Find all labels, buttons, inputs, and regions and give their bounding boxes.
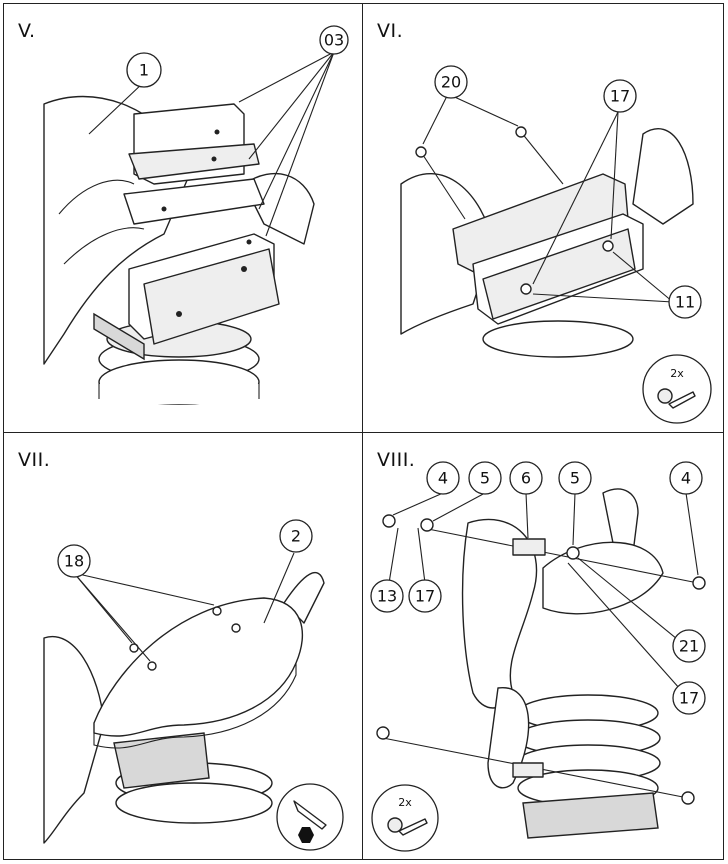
wrench-icon — [398, 818, 428, 836]
callout-21 — [672, 629, 706, 663]
qty-badge-text: 2x — [398, 796, 412, 809]
callout-13-text: 13 — [377, 587, 397, 606]
callout-17-right-text: 17 — [679, 689, 699, 708]
callout-03-text: 03 — [324, 31, 344, 50]
callout-18 — [57, 544, 91, 578]
callout-1 — [126, 52, 162, 88]
seat-body — [43, 635, 105, 844]
step-8-panel: VIII. — [362, 432, 724, 860]
qty-badge: 2x — [371, 784, 439, 852]
bolt-head — [382, 514, 396, 528]
callout-4-left — [426, 461, 460, 495]
step-7-drawing: 18 2 — [43, 519, 344, 851]
callout-4-right — [669, 461, 703, 495]
callout-18-text: 18 — [64, 552, 84, 571]
callout-4-left-text: 4 — [438, 469, 448, 488]
wrench-icon — [668, 391, 696, 409]
bolt-icon — [387, 817, 403, 833]
callout-17-left-text: 17 — [415, 587, 435, 606]
callout-17-text: 17 — [610, 87, 630, 106]
callout-13 — [370, 579, 404, 613]
callout-17-left — [408, 579, 442, 613]
step-6-drawing: 20 17 11 2x — [400, 65, 712, 424]
callout-2-text: 2 — [291, 527, 301, 546]
step-8-label: VIII. — [377, 449, 416, 471]
callout-4-right-text: 4 — [681, 469, 691, 488]
step-8-drawing: 4 5 6 5 4 13 17 21 17 2x — [370, 461, 706, 852]
callout-17-right — [672, 681, 706, 715]
callout-5-right — [558, 461, 592, 495]
spring — [482, 320, 634, 358]
callout-1-text: 1 — [139, 61, 149, 80]
qty-badge: 2x — [642, 354, 712, 424]
callout-11 — [668, 285, 702, 319]
step-5-label: V. — [18, 20, 36, 42]
step-6-label: VI. — [377, 20, 404, 42]
step-7-panel: VII. 18 2 — [3, 432, 363, 860]
callout-6-text: 6 — [521, 469, 531, 488]
hex-key-badge — [276, 783, 344, 851]
callout-03 — [319, 25, 349, 55]
washer — [420, 518, 434, 532]
top-plate — [93, 597, 303, 737]
step-6-panel: VI. 20 17 11 — [362, 3, 724, 433]
callout-21-text: 21 — [679, 637, 699, 656]
callout-5-left-text: 5 — [480, 469, 490, 488]
base-plate — [522, 792, 659, 839]
step-5-panel: V. — [3, 3, 363, 433]
callout-2 — [279, 519, 313, 553]
qty-badge-text: 2x — [670, 367, 684, 380]
callout-20 — [434, 65, 468, 99]
callout-6 — [509, 461, 543, 495]
callout-11-text: 11 — [675, 293, 695, 312]
callout-17 — [603, 79, 637, 113]
step-5-drawing: 1 03 — [43, 25, 349, 405]
bolt-icon — [657, 388, 673, 404]
hex-socket-icon — [298, 827, 314, 843]
callout-5-left — [468, 461, 502, 495]
callout-20-text: 20 — [441, 73, 461, 92]
bushing — [512, 538, 546, 556]
hex-key-icon — [293, 800, 327, 830]
callout-5-right-text: 5 — [570, 469, 580, 488]
step-7-label: VII. — [18, 449, 51, 471]
